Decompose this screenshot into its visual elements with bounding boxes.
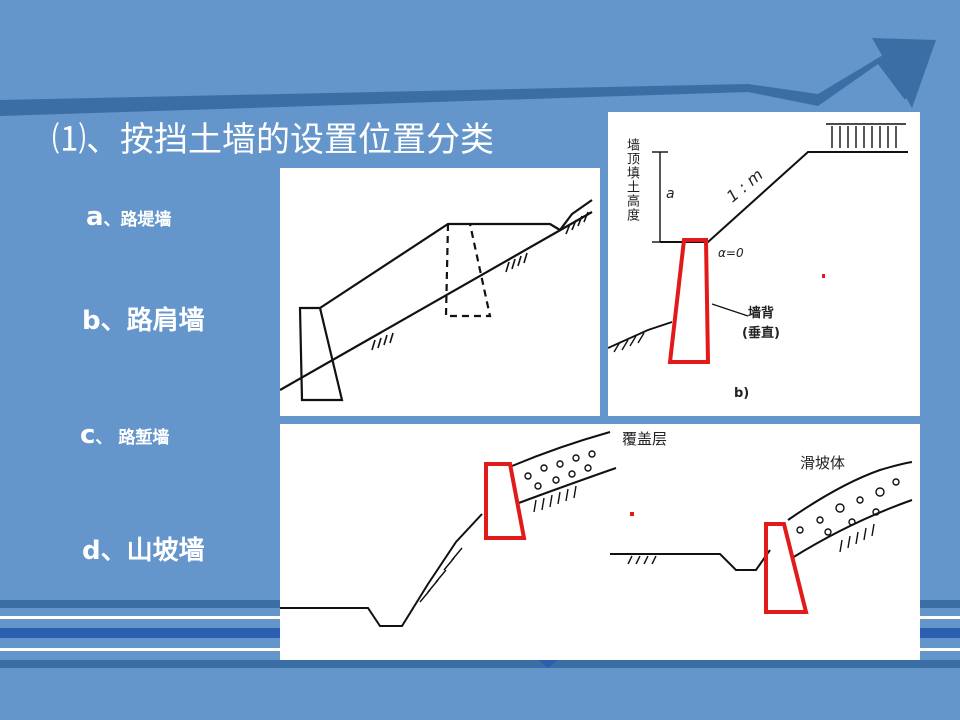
diagram-embankment-wall — [280, 168, 600, 416]
list-item-c: c、 路堑墙 — [80, 420, 169, 450]
hillside-ground-line — [610, 549, 771, 571]
dashed-wall-outline — [444, 223, 492, 318]
item-text: 、路肩墙 — [100, 306, 205, 336]
list-item-b: b、路肩墙 — [82, 300, 205, 337]
hatch-marks — [371, 211, 589, 351]
slide-body-top — [787, 461, 913, 521]
cutting-wall-red — [484, 462, 527, 540]
ground-surface — [608, 321, 673, 349]
leader-line — [711, 303, 749, 317]
surcharge-load-arrows — [831, 126, 897, 148]
fill-height-label: 墙顶填土高度 — [624, 138, 639, 222]
cover-layer-bottom — [515, 467, 617, 505]
item-letter: a — [86, 202, 104, 232]
cut-ground-line — [280, 513, 483, 627]
slide-title: ⑴、按挡土墙的设置位置分类 — [52, 120, 494, 160]
ground-line — [280, 211, 593, 391]
list-item-d: d、山坡墙 — [82, 530, 205, 567]
wall-back-note: (垂直) — [742, 326, 780, 341]
item-letter: d — [82, 536, 101, 566]
small-triangle-icon — [538, 660, 558, 668]
wall-back-label: 墙背 — [748, 306, 775, 321]
classification-list: a、路堤墙 b、路肩墙 c、 路堑墙 d、山坡墙 — [0, 0, 280, 720]
diagram-cutting-and-hillside-walls: 覆盖层 滑坡体 — [280, 424, 920, 660]
fill-slope-line — [660, 151, 908, 243]
cover-layer-label: 覆盖层 — [622, 430, 668, 448]
dimension-letter: a — [666, 186, 675, 202]
item-letter: c — [80, 420, 96, 450]
bottom-stripe-5 — [0, 660, 960, 668]
item-text: 、路堤墙 — [103, 210, 172, 230]
hatch-marks-cd — [419, 485, 875, 603]
item-letter: b — [82, 306, 101, 336]
item-text: 、 路堑墙 — [95, 428, 170, 448]
embankment-top-line — [319, 199, 593, 309]
slide-body-label: 滑坡体 — [800, 454, 846, 472]
ground-hatch — [613, 332, 645, 353]
item-text: 、山坡墙 — [100, 536, 205, 566]
cover-layer-top — [511, 431, 611, 467]
diagram-shoulder-wall: 墙顶填土高度 a 1 : m α=0 墙背 (垂直) b) — [608, 112, 920, 416]
list-item-a: a、路堤墙 — [86, 202, 172, 232]
figure-label-b: b) — [734, 386, 750, 401]
hillside-wall-red — [764, 522, 809, 614]
alpha-label: α=0 — [718, 246, 744, 260]
arrow-head-icon — [872, 38, 936, 108]
gravel-circles — [524, 450, 900, 536]
shoulder-wall-red — [667, 238, 711, 364]
embankment-wall-shape — [298, 306, 344, 402]
arrow-stripe — [0, 40, 935, 116]
slide-body-bottom — [791, 499, 913, 559]
